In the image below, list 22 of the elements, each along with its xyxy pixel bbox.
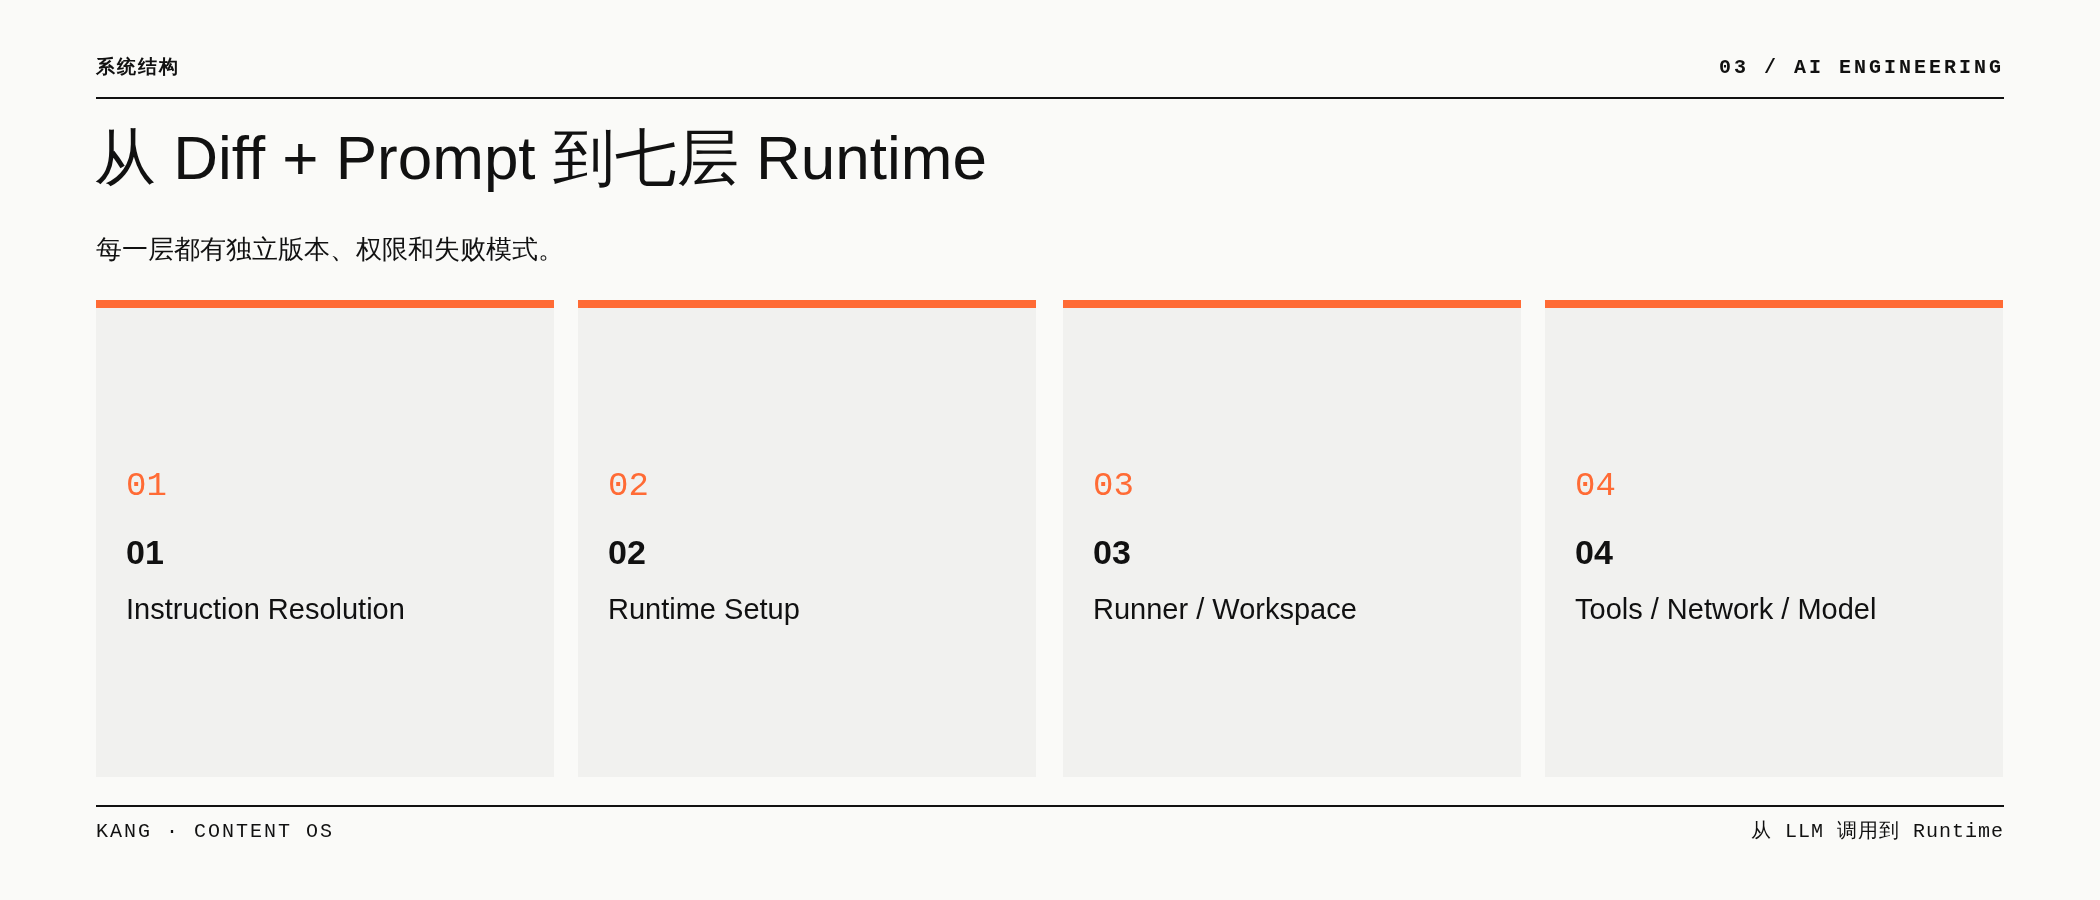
layer-name: Runner / Workspace <box>1093 592 1357 627</box>
footer-label: 从 LLM 调用到 Runtime <box>1750 820 2004 844</box>
layer-number: 01 <box>126 534 164 572</box>
slide-title: 从 Diff + Prompt 到七层 Runtime <box>94 122 987 194</box>
accent-number: 03 <box>1093 468 1134 506</box>
layer-name: Runtime Setup <box>608 592 800 627</box>
accent-number: 02 <box>608 468 649 506</box>
layer-name: Instruction Resolution <box>126 592 405 627</box>
layer-card <box>1545 300 2003 777</box>
layer-card <box>578 300 1036 777</box>
accent-number: 01 <box>126 468 167 506</box>
section-label: 03 / AI ENGINEERING <box>1718 56 2004 80</box>
section-label: 系统结构 <box>96 56 180 79</box>
layer-number: 04 <box>1575 534 1613 572</box>
layer-number: 02 <box>608 534 646 572</box>
footer-label: KANG · CONTENT OS <box>96 820 335 844</box>
layer-card <box>96 300 554 777</box>
layer-name: Tools / Network / Model <box>1575 592 1877 627</box>
accent-number: 04 <box>1575 468 1616 506</box>
layer-card <box>1063 300 1521 777</box>
subtitle: 每一层都有独立版本、权限和失败模式。 <box>96 234 564 266</box>
layer-number: 03 <box>1093 534 1131 572</box>
